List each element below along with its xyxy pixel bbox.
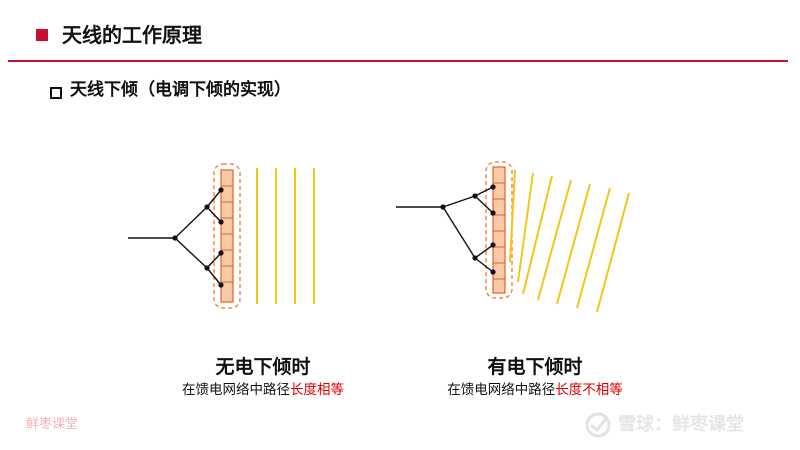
header-square-icon [36, 29, 48, 41]
page-title: 天线的工作原理 [62, 23, 202, 47]
left-caption-title: 无电下倾时 [215, 356, 311, 378]
watermark-right-text: 雪球：鲜枣课堂 [618, 414, 744, 435]
slide-header: 天线的工作原理 [0, 0, 800, 64]
right-caption-title: 有电下倾时 [487, 356, 583, 378]
left-caption-subtitle: 在馈电网络中路径长度相等 [103, 380, 423, 400]
right-antenna-elements [493, 182, 505, 280]
left-antenna-outline [213, 163, 241, 309]
left-antenna-elements [221, 185, 233, 283]
hollow-square-icon [50, 87, 62, 99]
watermark-left: 鲜枣课堂 [26, 417, 79, 432]
left-caption: 无电下倾时 在馈电网络中路径长度相等 [103, 354, 423, 400]
right-feed-network [396, 186, 494, 273]
left-caption-prefix: 在馈电网络中路径 [182, 382, 290, 398]
right-antenna-diagram [396, 161, 630, 313]
right-wavefronts [509, 169, 630, 313]
right-feed-nodes [440, 184, 496, 275]
left-feed-nodes [172, 187, 224, 288]
section-title: 天线下倾（电调下倾的实现） [70, 80, 291, 100]
right-caption-subtitle: 在馈电网络中路径长度不相等 [375, 380, 695, 400]
right-caption-prefix: 在馈电网络中路径 [447, 382, 556, 398]
left-wavefronts [256, 168, 315, 304]
left-antenna-array [220, 169, 234, 303]
left-caption-highlight: 长度相等 [290, 382, 344, 398]
right-caption-highlight: 长度不相等 [555, 382, 623, 398]
left-antenna-diagram [128, 163, 315, 309]
right-caption: 有电下倾时 在馈电网络中路径长度不相等 [375, 354, 695, 400]
header-divider [8, 60, 788, 62]
left-feed-network [128, 189, 222, 286]
snowball-logo-icon [585, 412, 611, 438]
right-antenna-outline [485, 161, 513, 299]
